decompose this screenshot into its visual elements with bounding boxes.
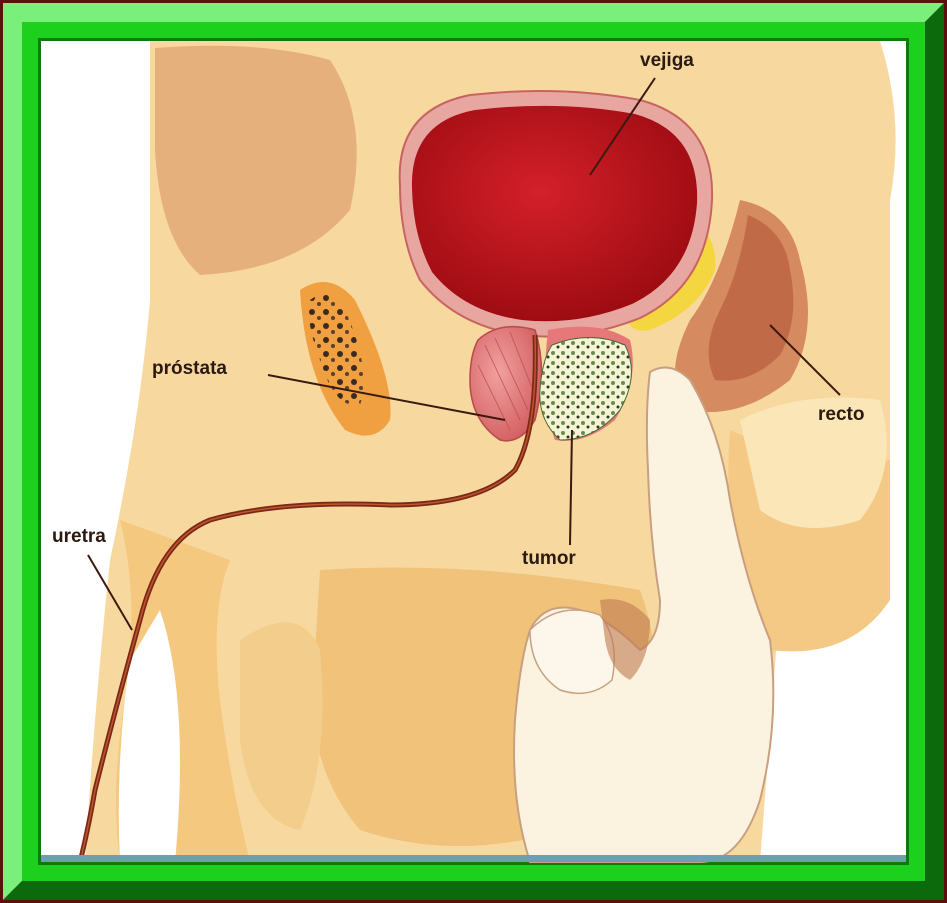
bottom-strip [41,855,906,862]
label-prostate: próstata [152,358,227,379]
label-rectum: recto [818,404,864,425]
label-urethra: uretra [52,526,106,547]
buttock-highlight [740,398,887,529]
label-tumor: tumor [522,548,576,569]
label-bladder: vejiga [640,50,694,71]
bladder [412,106,697,321]
